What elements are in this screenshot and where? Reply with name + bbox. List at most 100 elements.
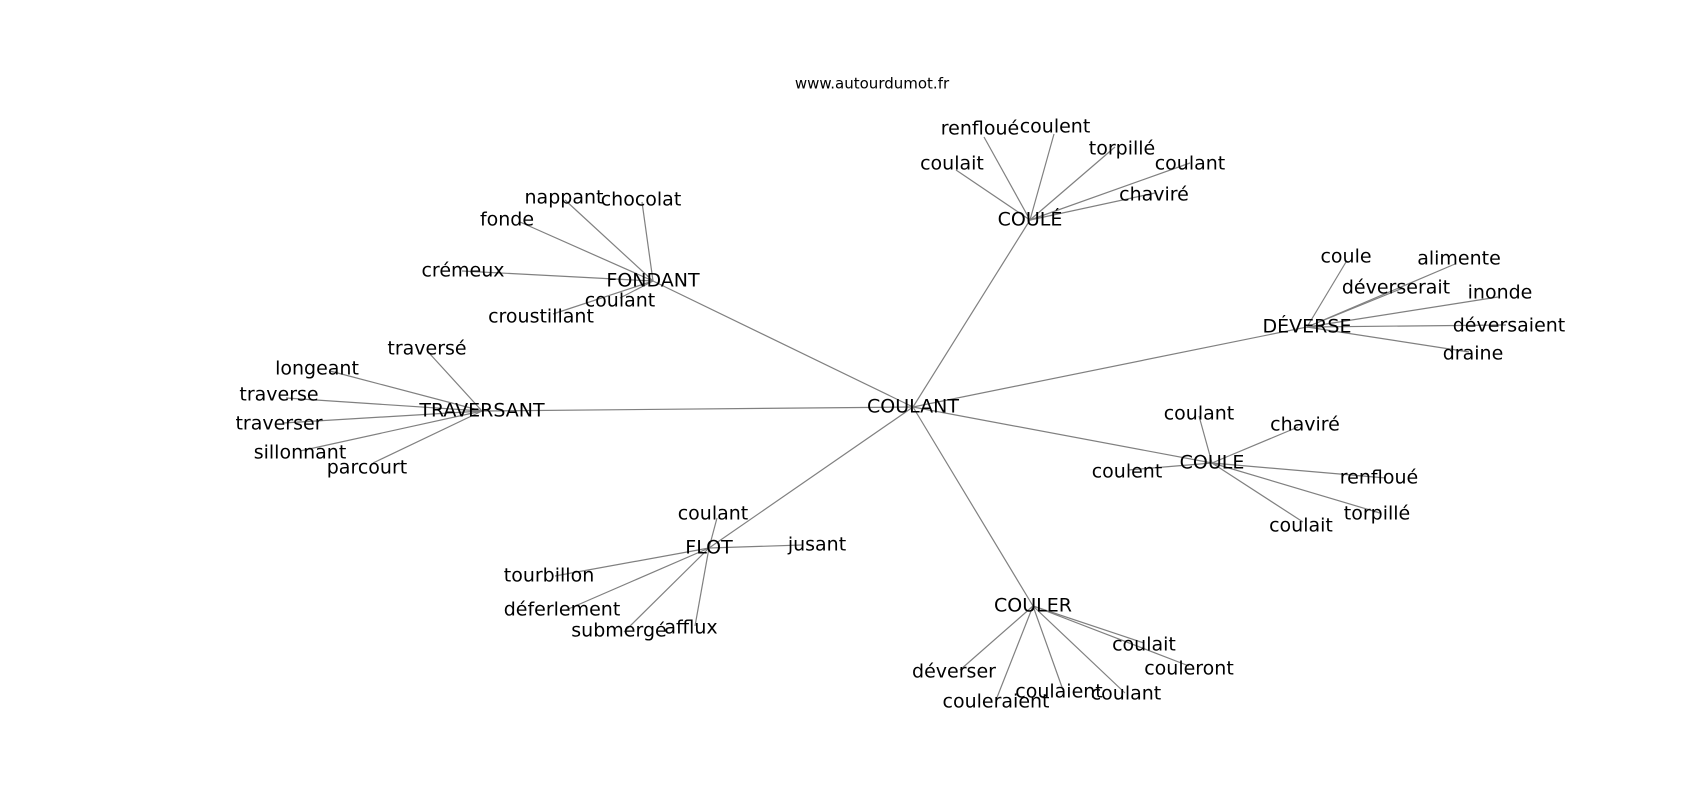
leaf-node-deverse-5: draine <box>1443 343 1504 365</box>
hub-node-couler: COULER <box>994 595 1072 617</box>
edge-center-fondant <box>652 280 914 408</box>
leaf-node-flot-4: submergé <box>571 620 666 642</box>
edge-fondant-leaf-0 <box>564 199 654 282</box>
leaf-node-traversant-2: traverse <box>239 384 318 406</box>
edge-couler-leaf-1 <box>1032 605 1190 667</box>
leaf-node-deverse-1: alimente <box>1417 248 1501 270</box>
edge-deverse-leaf-4 <box>1306 324 1507 328</box>
edge-couler-leaf-2 <box>959 605 1034 671</box>
edge-deverse-leaf-2 <box>1306 287 1404 328</box>
leaf-node-flot-1: jusant <box>787 534 846 556</box>
edge-traversant-leaf-2 <box>285 397 483 412</box>
leaf-node-fondant-1: chocolat <box>601 189 682 211</box>
edge-fondant-leaf-4 <box>619 280 654 299</box>
edge-couler-leaf-0 <box>1032 605 1145 644</box>
leaf-node-deverse-0: coule <box>1320 246 1371 268</box>
leaf-node-coule-5: coulait <box>1269 515 1333 537</box>
edge-coule_acute-leaf-0 <box>983 136 1031 221</box>
leaf-node-flot-2: tourbillon <box>504 565 595 587</box>
leaf-node-flot-0: coulant <box>678 503 749 525</box>
leaf-node-couler-3: coulaient <box>1015 681 1103 703</box>
leaf-node-coule_acute-2: coulait <box>920 153 984 175</box>
leaf-node-couler-0: coulait <box>1112 634 1176 656</box>
edge-traversant-leaf-0 <box>429 353 483 412</box>
leaf-node-deverse-4: déversaient <box>1453 315 1566 337</box>
edge-flot-leaf-2 <box>554 547 710 577</box>
leaf-node-coule-0: coulant <box>1164 403 1235 425</box>
leaf-node-traversant-5: parcourt <box>327 457 407 479</box>
leaf-node-coule_acute-3: torpillé <box>1089 138 1155 160</box>
hub-node-traversant: TRAVERSANT <box>418 400 545 422</box>
leaf-node-fondant-3: crémeux <box>421 260 504 282</box>
edge-flot-leaf-0 <box>708 517 718 549</box>
edge-deverse-leaf-3 <box>1306 296 1499 328</box>
leaf-node-fondant-2: fonde <box>480 209 534 231</box>
edge-flot-leaf-3 <box>565 547 710 611</box>
leaf-node-coule_acute-4: coulant <box>1155 153 1226 175</box>
edge-coule-leaf-0 <box>1198 415 1213 464</box>
leaf-node-traversant-1: longeant <box>275 358 359 380</box>
center-node: COULANT <box>867 396 959 418</box>
leaf-node-coule_acute-1: coulent <box>1020 116 1091 138</box>
edge-coule_acute-leaf-5 <box>1029 192 1156 221</box>
hub-node-deverse: DÉVERSE <box>1263 315 1352 338</box>
edge-fondant-leaf-2 <box>519 221 654 282</box>
edge-deverse-leaf-0 <box>1306 261 1347 328</box>
edge-center-deverse <box>912 326 1308 408</box>
edge-center-traversant <box>481 406 914 412</box>
edge-coule-leaf-5 <box>1211 462 1304 523</box>
edge-flot-leaf-1 <box>708 544 803 549</box>
leaf-node-couler-2: déverser <box>912 661 996 683</box>
leaf-node-coule_acute-5: chaviré <box>1119 184 1189 206</box>
edge-traversant-leaf-3 <box>282 410 483 424</box>
source-url: www.autourdumot.fr <box>795 75 950 93</box>
edge-coule-leaf-1 <box>1211 426 1299 464</box>
leaf-node-couler-4: coulant <box>1091 683 1162 705</box>
edge-center-coule <box>912 406 1213 464</box>
leaf-node-traversant-0: traversé <box>387 338 466 360</box>
leaf-node-fondant-4: coulant <box>585 290 656 312</box>
edge-coule_acute-leaf-3 <box>1029 146 1116 221</box>
hub-node-fondant: FONDANT <box>606 270 700 292</box>
edge-couler-leaf-4 <box>1032 605 1126 694</box>
edge-fondant-leaf-1 <box>641 201 654 282</box>
edge-coule_acute-leaf-4 <box>1029 162 1191 221</box>
leaf-node-flot-5: afflux <box>664 617 717 639</box>
leaf-node-coule-3: renfloué <box>1340 467 1418 489</box>
leaf-node-coule-4: torpillé <box>1344 503 1410 525</box>
leaf-node-coule-2: coulent <box>1092 461 1163 483</box>
hub-node-coule_acute: COULÉ <box>998 208 1063 231</box>
edge-fondant-leaf-3 <box>461 270 654 282</box>
edge-coule_acute-leaf-1 <box>1029 133 1055 221</box>
leaf-node-couler-5: couleraient <box>943 691 1050 713</box>
leaf-node-fondant-5: croustillant <box>488 306 594 328</box>
leaf-node-deverse-2: déverserait <box>1342 277 1450 299</box>
edge-couler-leaf-3 <box>1032 605 1064 691</box>
edge-center-coule_acute <box>912 219 1031 408</box>
leaf-node-couler-1: couleront <box>1144 658 1234 680</box>
leaf-node-flot-3: déferlement <box>504 599 621 621</box>
leaf-node-coule_acute-0: renfloué <box>941 118 1019 140</box>
edge-traversant-leaf-5 <box>372 410 483 464</box>
leaf-node-coule-1: chaviré <box>1270 414 1340 436</box>
hub-node-flot: FLOT <box>685 537 733 559</box>
edge-flot-leaf-5 <box>694 547 710 627</box>
edge-couler-leaf-5 <box>995 605 1034 701</box>
edge-coule_acute-leaf-2 <box>955 169 1031 221</box>
edge-coule-leaf-2 <box>1127 462 1213 471</box>
edge-fondant-leaf-5 <box>552 280 654 315</box>
leaf-node-traversant-3: traverser <box>235 413 322 435</box>
edge-deverse-leaf-5 <box>1306 326 1470 353</box>
edge-center-couler <box>912 406 1034 607</box>
edge-traversant-leaf-4 <box>299 410 483 452</box>
edge-center-flot <box>708 406 914 549</box>
edge-layer <box>282 133 1507 701</box>
edge-coule-leaf-3 <box>1211 462 1387 479</box>
leaf-node-traversant-4: sillonnant <box>254 442 347 464</box>
hub-node-coule: COULE <box>1180 452 1245 474</box>
edge-coule-leaf-4 <box>1211 462 1381 514</box>
edge-traversant-leaf-1 <box>329 370 483 412</box>
